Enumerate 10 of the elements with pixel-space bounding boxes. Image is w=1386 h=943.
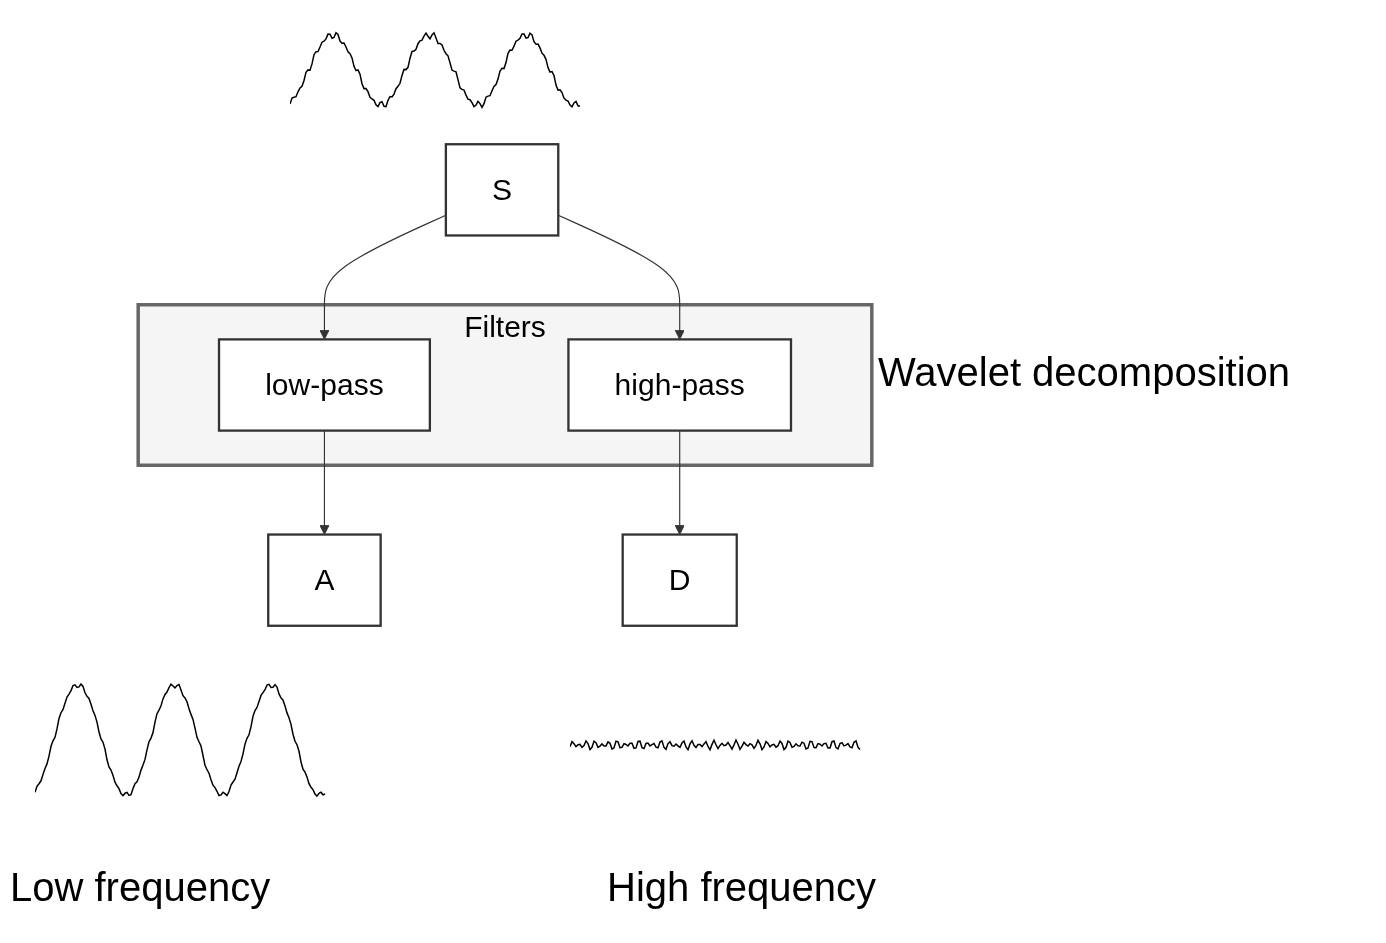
diagram-caption: Wavelet decomposition — [878, 350, 1291, 395]
arrow — [319, 430, 330, 535]
arrow — [674, 430, 685, 535]
output-label: Low frequency — [10, 865, 271, 910]
node-box: S — [444, 143, 560, 237]
node-box: D — [621, 533, 738, 627]
node-box: high-pass — [567, 338, 793, 432]
node-box: low-pass — [217, 338, 431, 432]
node-box: A — [267, 533, 382, 627]
output-label: High frequency — [607, 865, 877, 910]
